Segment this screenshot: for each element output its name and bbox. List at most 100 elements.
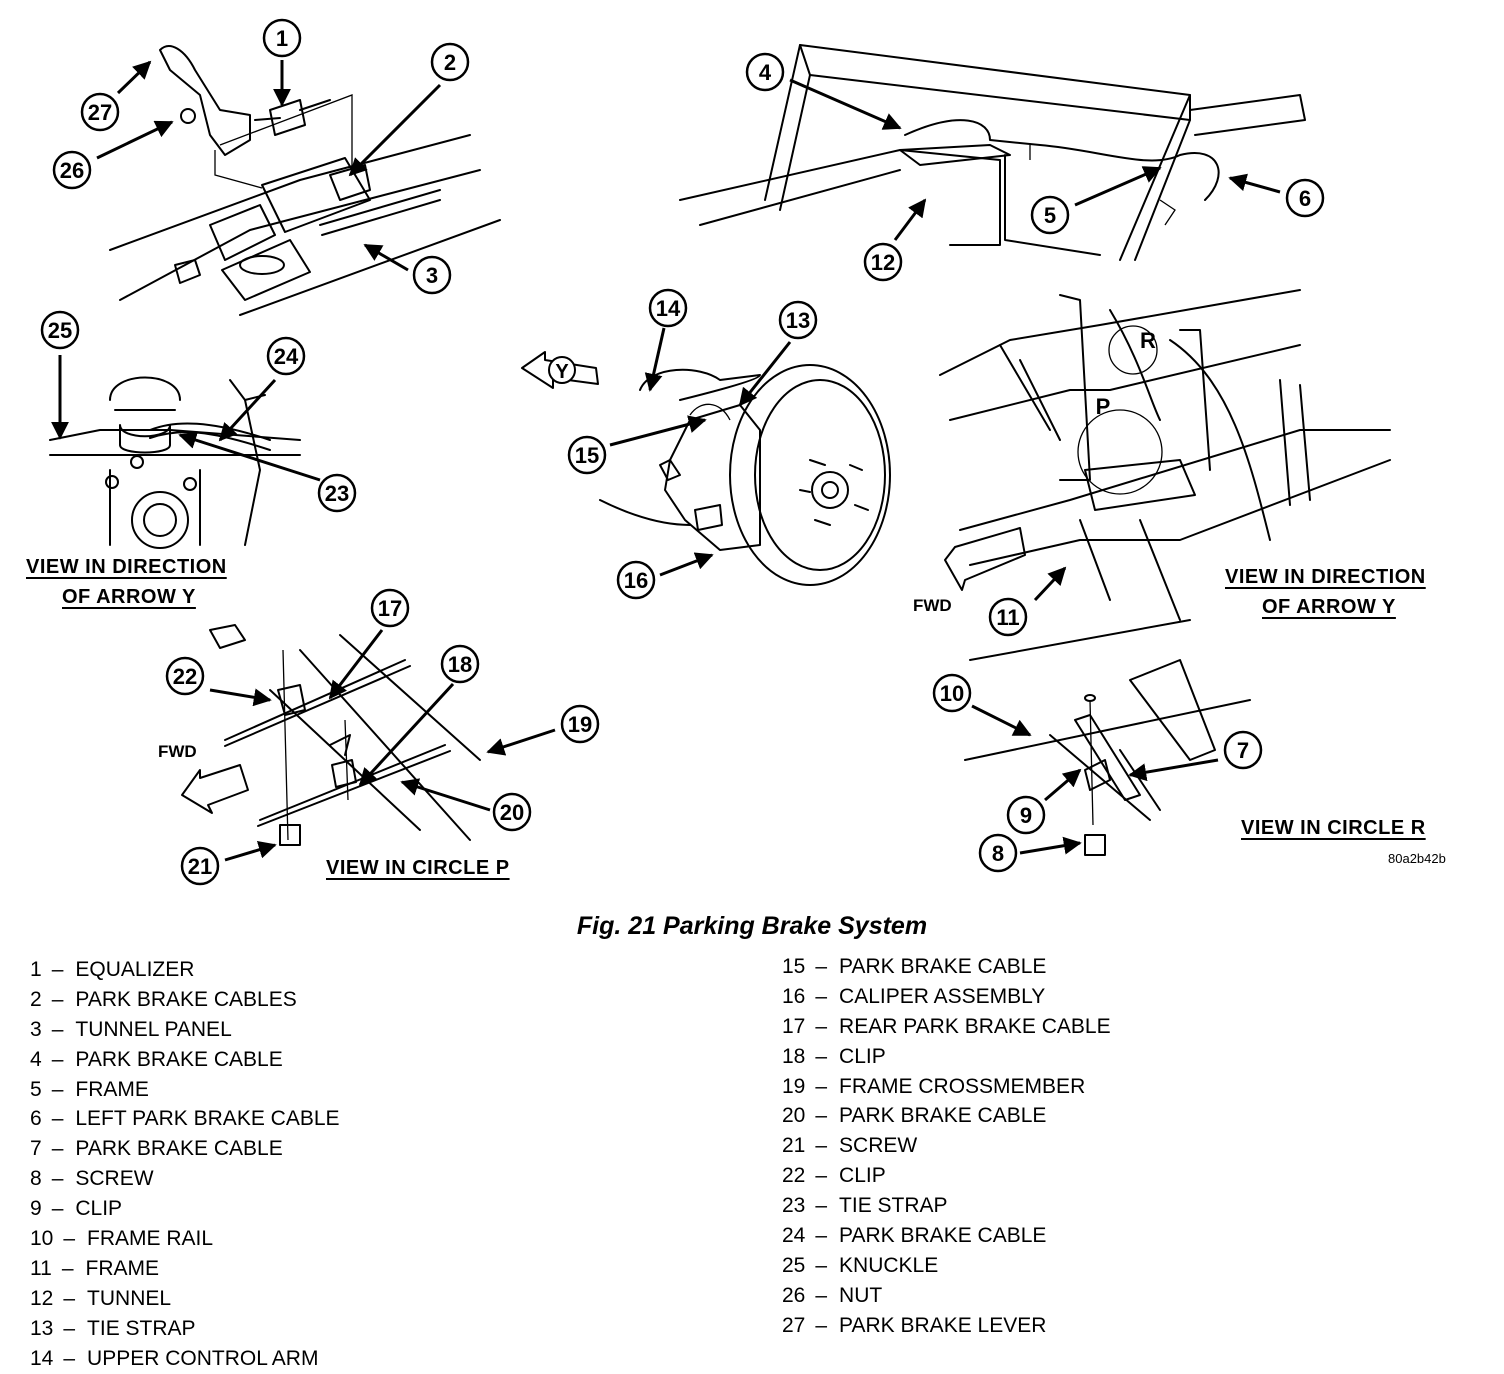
legend-name: UPPER CONTROL ARM bbox=[87, 1346, 319, 1370]
callout-6: 6 bbox=[1285, 178, 1325, 218]
legend-item: 27–PARK BRAKE LEVER bbox=[782, 1311, 1111, 1341]
legend-name: PARK BRAKE CABLE bbox=[75, 1137, 283, 1161]
svg-text:25: 25 bbox=[48, 318, 72, 343]
legend-dash: – bbox=[51, 1047, 64, 1071]
legend-dash: – bbox=[61, 1256, 74, 1280]
legend-dash: – bbox=[63, 1227, 76, 1251]
figure-code: 80a2b42b bbox=[1388, 851, 1446, 866]
callout-21: 21 bbox=[180, 846, 220, 886]
legend-dash: – bbox=[815, 1253, 828, 1277]
legend-dash: – bbox=[815, 1014, 828, 1038]
legend-name: CLIP bbox=[839, 1164, 886, 1188]
legend-number: 9 bbox=[30, 1197, 42, 1221]
svg-text:10: 10 bbox=[940, 681, 964, 706]
legend-number: 18 bbox=[782, 1044, 806, 1068]
legend-number: 7 bbox=[30, 1137, 42, 1161]
svg-text:19: 19 bbox=[568, 712, 592, 737]
legend-dash: – bbox=[815, 1194, 828, 1218]
legend-name: NUT bbox=[839, 1283, 883, 1307]
legend-name: LEFT PARK BRAKE CABLE bbox=[75, 1107, 340, 1131]
legend-number: 3 bbox=[30, 1017, 42, 1041]
svg-text:26: 26 bbox=[60, 158, 84, 183]
callout-9: 9 bbox=[1006, 795, 1046, 835]
legend-item: 9–CLIP bbox=[30, 1194, 340, 1224]
legend-item: 2–PARK BRAKE CABLES bbox=[30, 985, 340, 1015]
legend-number: 11 bbox=[30, 1256, 52, 1280]
circle-p-illustration bbox=[181, 624, 481, 846]
callout-13: 13 bbox=[778, 300, 818, 340]
legend-item: 1–EQUALIZER bbox=[30, 955, 340, 985]
parking-brake-diagram: Y R P 1234567891011121314151617181920212… bbox=[40, 18, 1391, 886]
callout-15: 15 bbox=[567, 435, 607, 475]
legend-dash: – bbox=[51, 1197, 64, 1221]
legend-number: 16 bbox=[782, 984, 806, 1008]
callout-8: 8 bbox=[978, 833, 1018, 873]
legend-name: SCREW bbox=[75, 1167, 154, 1191]
legend-dash: – bbox=[815, 1044, 828, 1068]
legend-name: CLIP bbox=[75, 1197, 123, 1221]
legend-dash: – bbox=[815, 984, 828, 1008]
legend-name: TIE STRAP bbox=[839, 1194, 948, 1218]
svg-text:7: 7 bbox=[1237, 738, 1249, 763]
callout-20: 20 bbox=[492, 792, 532, 832]
legend-dash: – bbox=[815, 1313, 828, 1337]
legend-item: 16–CALIPER ASSEMBLY bbox=[782, 982, 1111, 1012]
legend-number: 4 bbox=[30, 1047, 42, 1071]
legend-number: 21 bbox=[782, 1134, 806, 1158]
callout-11: 11 bbox=[988, 597, 1028, 637]
legend-dash: – bbox=[815, 1134, 828, 1158]
svg-text:1: 1 bbox=[276, 26, 288, 51]
caption-view-arrow-y-right-2: OF ARROW Y bbox=[1262, 596, 1396, 618]
legend-name: REAR PARK BRAKE CABLE bbox=[839, 1014, 1111, 1038]
legend-item: 11–FRAME bbox=[30, 1254, 340, 1284]
callout-4: 4 bbox=[745, 52, 785, 92]
callout-7: 7 bbox=[1223, 730, 1263, 770]
legend-number: 22 bbox=[782, 1164, 806, 1188]
legend-name: PARK BRAKE CABLES bbox=[75, 987, 297, 1011]
svg-text:8: 8 bbox=[992, 841, 1004, 866]
legend-name: PARK BRAKE LEVER bbox=[839, 1313, 1047, 1337]
svg-text:13: 13 bbox=[786, 308, 810, 333]
callout-5: 5 bbox=[1030, 195, 1070, 235]
caption-view-arrow-y-left-1: VIEW IN DIRECTION bbox=[26, 556, 227, 578]
legend-dash: – bbox=[51, 1167, 64, 1191]
legend-dash: – bbox=[815, 955, 828, 978]
legend-number: 24 bbox=[782, 1224, 806, 1248]
svg-text:23: 23 bbox=[325, 481, 349, 506]
legend-item: 12–TUNNEL bbox=[30, 1284, 340, 1314]
svg-text:17: 17 bbox=[378, 596, 402, 621]
callout-1: 1 bbox=[262, 18, 302, 58]
callout-24: 24 bbox=[266, 336, 306, 376]
legend-number: 20 bbox=[782, 1104, 806, 1128]
legend-dash: – bbox=[815, 1224, 828, 1248]
legend-item: 17–REAR PARK BRAKE CABLE bbox=[782, 1012, 1111, 1042]
legend-number: 25 bbox=[782, 1253, 806, 1277]
figure-title: Fig. 21 Parking Brake System bbox=[576, 912, 928, 940]
legend-dash: – bbox=[815, 1283, 828, 1307]
callout-2: 2 bbox=[430, 42, 470, 82]
legend-number: 19 bbox=[782, 1074, 806, 1098]
legend-item: 18–CLIP bbox=[782, 1042, 1111, 1072]
legend-name: FRAME bbox=[85, 1256, 160, 1280]
legend-number: 10 bbox=[30, 1227, 54, 1251]
legend-number: 12 bbox=[30, 1286, 54, 1310]
fwd-label-right: FWD bbox=[913, 596, 952, 615]
legend-number: 15 bbox=[782, 955, 806, 978]
legend-name: FRAME RAIL bbox=[87, 1227, 214, 1251]
callout-16: 16 bbox=[616, 560, 656, 600]
legend-item: 4–PARK BRAKE CABLE bbox=[30, 1045, 340, 1075]
legend-item: 10–FRAME RAIL bbox=[30, 1224, 340, 1254]
svg-text:21: 21 bbox=[188, 854, 212, 879]
legend-dash: – bbox=[51, 1017, 64, 1041]
legend-name: FRAME CROSSMEMBER bbox=[839, 1074, 1086, 1098]
legend-number: 27 bbox=[782, 1313, 806, 1337]
legend-item: 14–UPPER CONTROL ARM bbox=[30, 1344, 340, 1374]
fwd-label-left: FWD bbox=[158, 742, 197, 761]
legend-number: 1 bbox=[30, 958, 42, 981]
legend-name: TUNNEL bbox=[87, 1286, 172, 1310]
caption-view-arrow-y-right-1: VIEW IN DIRECTION bbox=[1225, 566, 1426, 588]
svg-text:12: 12 bbox=[871, 250, 895, 275]
frame-cable-illustration bbox=[679, 44, 1306, 261]
